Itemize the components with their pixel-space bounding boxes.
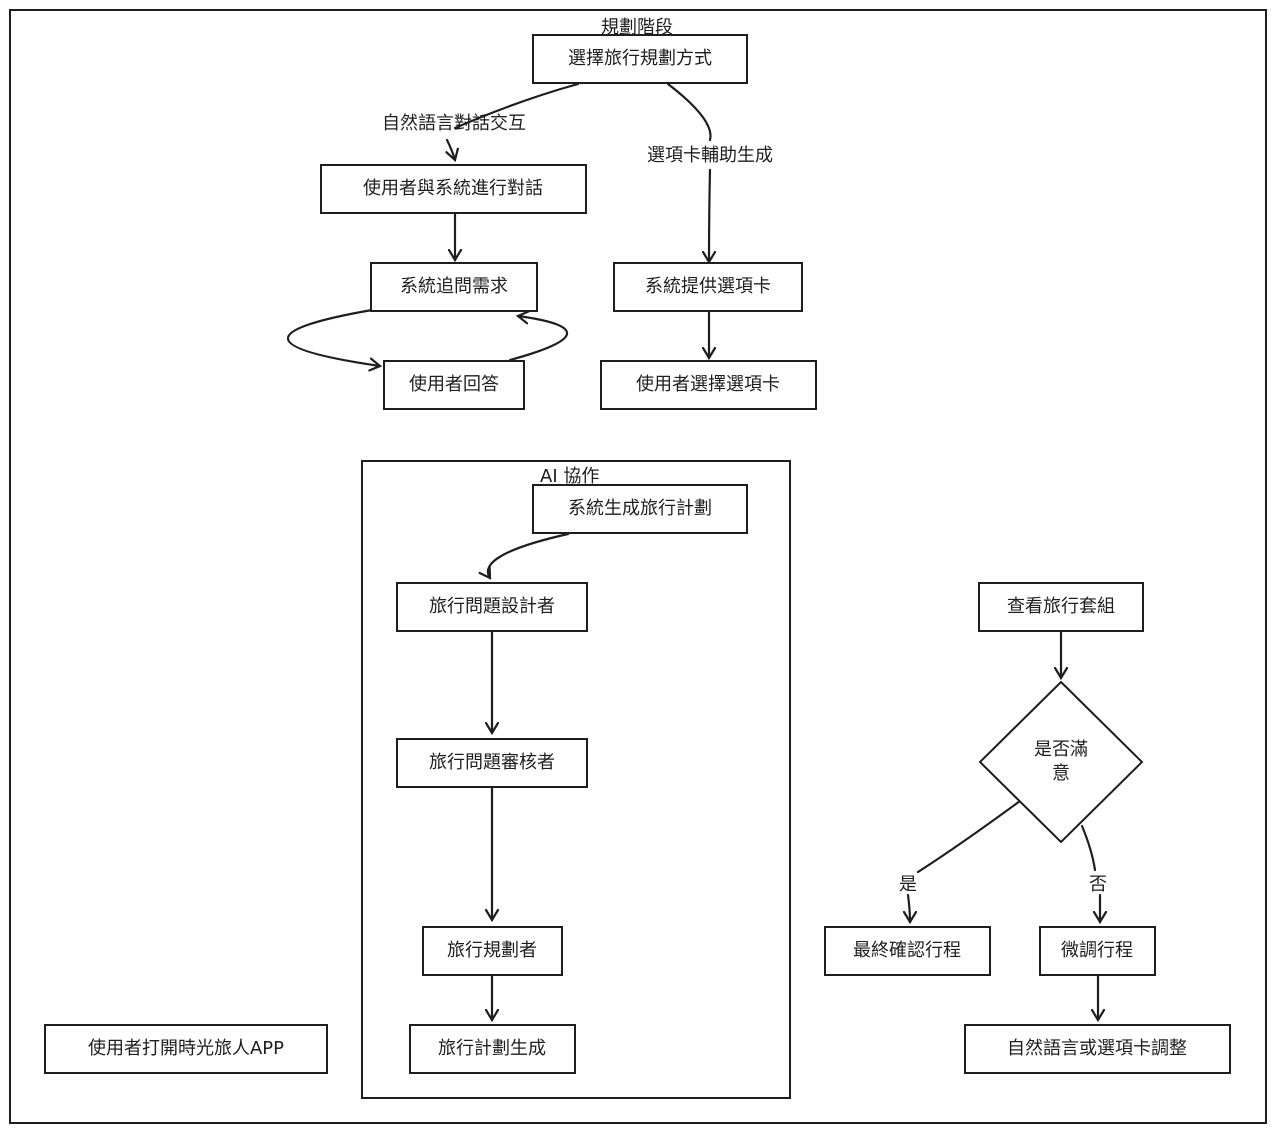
planning-phase-frame xyxy=(9,9,1267,1124)
node-user-dialogue[interactable]: 使用者與系統進行對話 xyxy=(320,164,587,214)
node-final-confirm[interactable]: 最終確認行程 xyxy=(824,926,991,976)
node-question-reviewer[interactable]: 旅行問題審核者 xyxy=(396,738,588,788)
node-system-cards[interactable]: 系統提供選項卡 xyxy=(613,262,803,312)
node-open-app-label: 使用者打開時光旅人APP xyxy=(88,1038,284,1059)
edge-generate-to-designer xyxy=(488,532,570,578)
planning-phase-title: 規劃階段 xyxy=(601,17,673,38)
node-plan-generated-label: 旅行計劃生成 xyxy=(438,1038,546,1059)
edge-yes-to-final xyxy=(908,893,910,922)
node-question-designer[interactable]: 旅行問題設計者 xyxy=(396,582,588,632)
node-adjust[interactable]: 自然語言或選項卡調整 xyxy=(964,1024,1231,1074)
edge-answers-to-asks xyxy=(508,316,569,362)
edge-label-natural-language: 自然語言對話交互 xyxy=(382,113,526,134)
edge-choose-to-natural xyxy=(453,82,580,130)
node-fine-tune-label: 微調行程 xyxy=(1061,940,1133,961)
edge-natural-to-dialogue xyxy=(447,138,455,160)
node-view-package[interactable]: 查看旅行套組 xyxy=(978,582,1144,632)
node-system-asks-label: 系統追問需求 xyxy=(400,276,508,297)
edge-decision-to-no xyxy=(1080,824,1097,872)
node-view-package-label: 查看旅行套組 xyxy=(1007,596,1115,617)
node-planner-label: 旅行規劃者 xyxy=(447,940,537,961)
ai-collaboration-frame xyxy=(361,460,791,1099)
node-plan-generated[interactable]: 旅行計劃生成 xyxy=(409,1024,576,1074)
node-adjust-label: 自然語言或選項卡調整 xyxy=(1007,1038,1187,1059)
node-open-app[interactable]: 使用者打開時光旅人APP xyxy=(44,1024,328,1074)
node-satisfied-line1: 是否滿 xyxy=(1034,739,1088,760)
edge-choose-to-cards xyxy=(666,82,712,142)
edge-decision-to-yes xyxy=(916,799,1022,874)
node-question-reviewer-label: 旅行問題審核者 xyxy=(429,752,555,773)
node-system-cards-label: 系統提供選項卡 xyxy=(645,276,771,297)
node-user-answers[interactable]: 使用者回答 xyxy=(383,360,525,410)
node-question-designer-label: 旅行問題設計者 xyxy=(429,596,555,617)
edge-label-card-assist: 選項卡輔助生成 xyxy=(647,145,773,166)
node-planner[interactable]: 旅行規劃者 xyxy=(422,926,563,976)
node-user-selects[interactable]: 使用者選擇選項卡 xyxy=(600,360,817,410)
node-satisfied-line2: 意 xyxy=(1052,763,1070,784)
node-system-asks[interactable]: 系統追問需求 xyxy=(370,262,538,312)
ai-collaboration-title: AI 協作 xyxy=(540,466,599,487)
edge-cards-to-system-cards xyxy=(709,168,710,262)
edge-label-no: 否 xyxy=(1089,874,1107,895)
edge-asks-to-answers xyxy=(286,308,380,366)
node-choose-method-label: 選擇旅行規劃方式 xyxy=(568,48,712,69)
node-user-answers-label: 使用者回答 xyxy=(409,374,499,395)
node-final-confirm-label: 最終確認行程 xyxy=(853,940,961,961)
node-generate-plan[interactable]: 系統生成旅行計劃 xyxy=(532,484,748,534)
node-fine-tune[interactable]: 微調行程 xyxy=(1039,926,1156,976)
node-generate-plan-label: 系統生成旅行計劃 xyxy=(568,498,712,519)
edge-label-yes: 是 xyxy=(899,874,917,895)
node-user-selects-label: 使用者選擇選項卡 xyxy=(636,374,780,395)
node-user-dialogue-label: 使用者與系統進行對話 xyxy=(363,178,543,199)
node-satisfied-decision[interactable]: 是否滿 意 xyxy=(978,680,1144,844)
node-choose-method[interactable]: 選擇旅行規劃方式 xyxy=(532,34,748,84)
